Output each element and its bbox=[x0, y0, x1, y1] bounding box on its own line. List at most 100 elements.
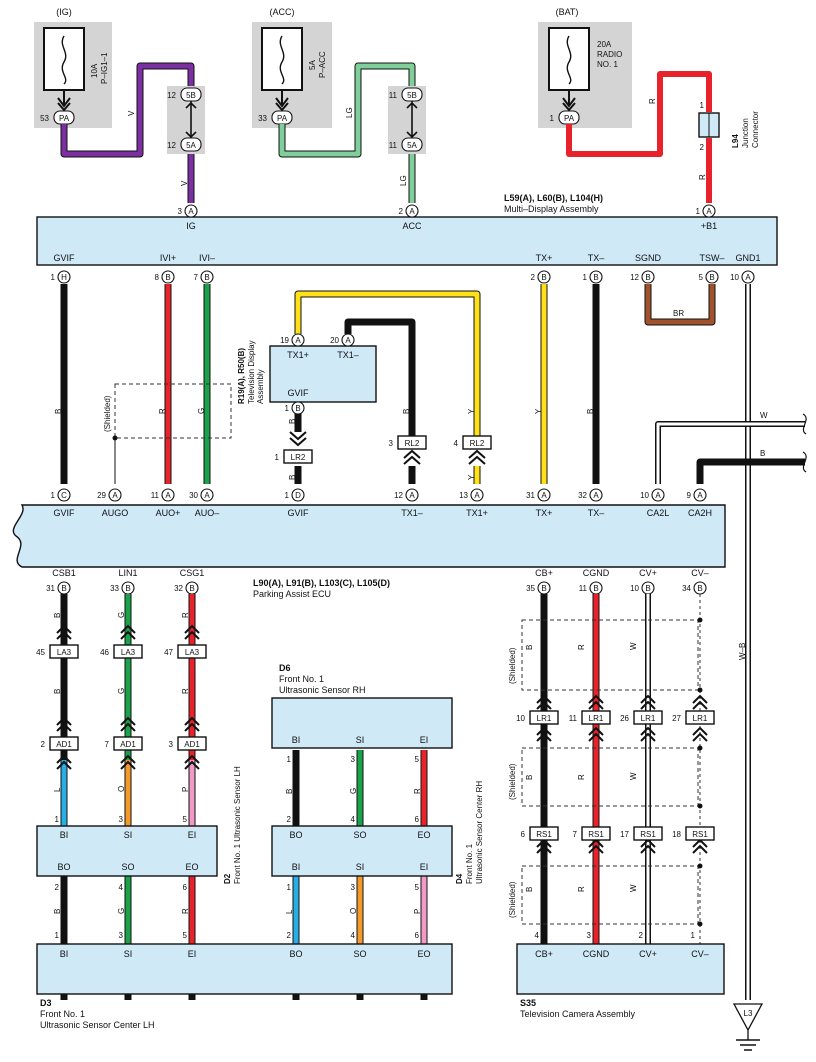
svg-text:4: 4 bbox=[454, 439, 459, 448]
svg-text:3: 3 bbox=[389, 439, 394, 448]
svg-text:1: 1 bbox=[275, 453, 280, 462]
svg-text:5A: 5A bbox=[186, 141, 196, 150]
md-term-5: B12 bbox=[630, 270, 655, 284]
inline-connectors-mid: LR2 1 RL2 3 RL2 4 bbox=[275, 431, 492, 465]
svg-text:PA: PA bbox=[277, 114, 288, 123]
svg-text:1: 1 bbox=[55, 931, 60, 940]
television-camera-assembly: CB+ CGND CV+ CV– 4 3 2 1 S35 Television … bbox=[516, 931, 725, 1019]
ecu-top-term-4: D1 bbox=[285, 488, 305, 502]
svg-text:B: B bbox=[285, 789, 294, 794]
svg-text:A: A bbox=[409, 207, 415, 216]
svg-text:1: 1 bbox=[700, 101, 705, 110]
svg-text:GVIF: GVIF bbox=[287, 508, 309, 518]
svg-text:1: 1 bbox=[285, 404, 290, 413]
svg-text:LR2: LR2 bbox=[291, 453, 306, 462]
svg-text:EO: EO bbox=[417, 949, 430, 959]
fuse-bat-name2: NO. 1 bbox=[597, 60, 618, 69]
svg-text:TX–: TX– bbox=[588, 253, 605, 263]
multi-display-title: L59(A), L60(B), L104(H) bbox=[504, 193, 603, 203]
svg-text:L: L bbox=[53, 787, 62, 792]
svg-text:C: C bbox=[61, 491, 67, 500]
svg-text:Television Display: Television Display bbox=[247, 340, 256, 404]
svg-text:11: 11 bbox=[151, 491, 160, 500]
svg-text:(Shielded): (Shielded) bbox=[103, 395, 112, 432]
svg-text:B: B bbox=[53, 689, 62, 694]
svg-text:LA3: LA3 bbox=[57, 648, 72, 657]
md-term-3: B2 bbox=[531, 270, 551, 284]
svg-text:5: 5 bbox=[699, 273, 704, 282]
svg-text:6: 6 bbox=[415, 931, 420, 940]
svg-text:B: B bbox=[760, 449, 765, 458]
svg-text:O: O bbox=[117, 786, 126, 792]
svg-text:1: 1 bbox=[287, 883, 292, 892]
svg-text:AD1: AD1 bbox=[120, 740, 136, 749]
svg-text:H: H bbox=[61, 273, 67, 282]
svg-text:Front No. 1: Front No. 1 bbox=[279, 674, 324, 684]
svg-text:W: W bbox=[629, 642, 638, 650]
svg-text:1: 1 bbox=[51, 491, 56, 500]
svg-text:2: 2 bbox=[287, 815, 292, 824]
svg-text:CB+: CB+ bbox=[535, 568, 553, 578]
svg-text:L94: L94 bbox=[731, 134, 740, 148]
svg-text:TX1+: TX1+ bbox=[287, 350, 309, 360]
svg-text:B: B bbox=[593, 584, 598, 593]
fuse-acc-rating: 5A bbox=[308, 60, 317, 70]
svg-text:TX–: TX– bbox=[588, 508, 605, 518]
sensor-d6: D6 Front No. 1 Ultrasonic Sensor RH BI S… bbox=[271, 663, 453, 824]
svg-text:L3: L3 bbox=[744, 1009, 753, 1018]
svg-text:AUO+: AUO+ bbox=[156, 508, 181, 518]
svg-text:W: W bbox=[760, 411, 768, 420]
svg-text:BO: BO bbox=[289, 830, 302, 840]
svg-text:47: 47 bbox=[164, 648, 173, 657]
svg-text:2: 2 bbox=[41, 740, 46, 749]
svg-text:CB+: CB+ bbox=[535, 949, 553, 959]
svg-text:35: 35 bbox=[526, 584, 535, 593]
fuse-acc-source: (ACC) bbox=[270, 7, 295, 17]
svg-text:B: B bbox=[697, 584, 702, 593]
svg-text:SI: SI bbox=[356, 862, 365, 872]
parking-assist-ecu: C1GVIFA29AUGOA11AUO+A30AUO–D1GVIFA12TX1–… bbox=[12, 488, 726, 599]
svg-text:V: V bbox=[180, 180, 189, 186]
svg-text:Y: Y bbox=[534, 408, 543, 414]
md-term-2: B7 bbox=[194, 270, 214, 284]
svg-text:32: 32 bbox=[578, 491, 587, 500]
svg-text:4: 4 bbox=[535, 931, 540, 940]
fuse-outputs: PA 53 PA 33 PA 1 bbox=[40, 90, 580, 125]
svg-text:BR: BR bbox=[673, 309, 684, 318]
svg-text:SO: SO bbox=[353, 830, 366, 840]
svg-text:A: A bbox=[541, 491, 547, 500]
svg-text:CGND: CGND bbox=[583, 568, 610, 578]
svg-text:Ultrasonic Sensor RH: Ultrasonic Sensor RH bbox=[279, 685, 366, 695]
svg-text:Ultrasonic Sensor Center RH: Ultrasonic Sensor Center RH bbox=[475, 781, 484, 884]
svg-text:11: 11 bbox=[569, 714, 578, 723]
svg-text:W: W bbox=[629, 772, 638, 780]
svg-text:CSG1: CSG1 bbox=[180, 568, 205, 578]
svg-text:RS1: RS1 bbox=[536, 830, 552, 839]
svg-text:11: 11 bbox=[389, 141, 398, 150]
svg-text:W–B: W–B bbox=[738, 643, 747, 660]
svg-text:AUGO: AUGO bbox=[102, 508, 129, 518]
svg-text:1: 1 bbox=[691, 931, 696, 940]
svg-text:Junction: Junction bbox=[741, 118, 750, 148]
middle-wires bbox=[60, 284, 805, 1000]
svg-text:45: 45 bbox=[36, 648, 45, 657]
svg-text:LA3: LA3 bbox=[185, 648, 200, 657]
ecu-top-term-2: A 11 bbox=[151, 488, 175, 502]
svg-text:R19(A), R50(B): R19(A), R50(B) bbox=[237, 348, 246, 404]
fuse-bat-name1: RADIO bbox=[597, 50, 622, 59]
svg-text:A: A bbox=[474, 491, 480, 500]
svg-text:G: G bbox=[349, 788, 358, 794]
svg-text:2: 2 bbox=[531, 273, 536, 282]
svg-text:Y: Y bbox=[467, 474, 476, 480]
svg-text:B: B bbox=[709, 273, 714, 282]
ecu-top-term-7: A31 bbox=[526, 488, 551, 502]
svg-text:B: B bbox=[295, 404, 300, 413]
fuse-acc: (ACC) 5A P–ACC bbox=[252, 7, 332, 128]
junction-5-acc: 5B 11 5A 11 bbox=[388, 86, 426, 154]
svg-text:AUO–: AUO– bbox=[195, 508, 220, 518]
svg-text:B: B bbox=[165, 273, 170, 282]
svg-text:A: A bbox=[165, 491, 171, 500]
svg-text:A: A bbox=[655, 491, 661, 500]
